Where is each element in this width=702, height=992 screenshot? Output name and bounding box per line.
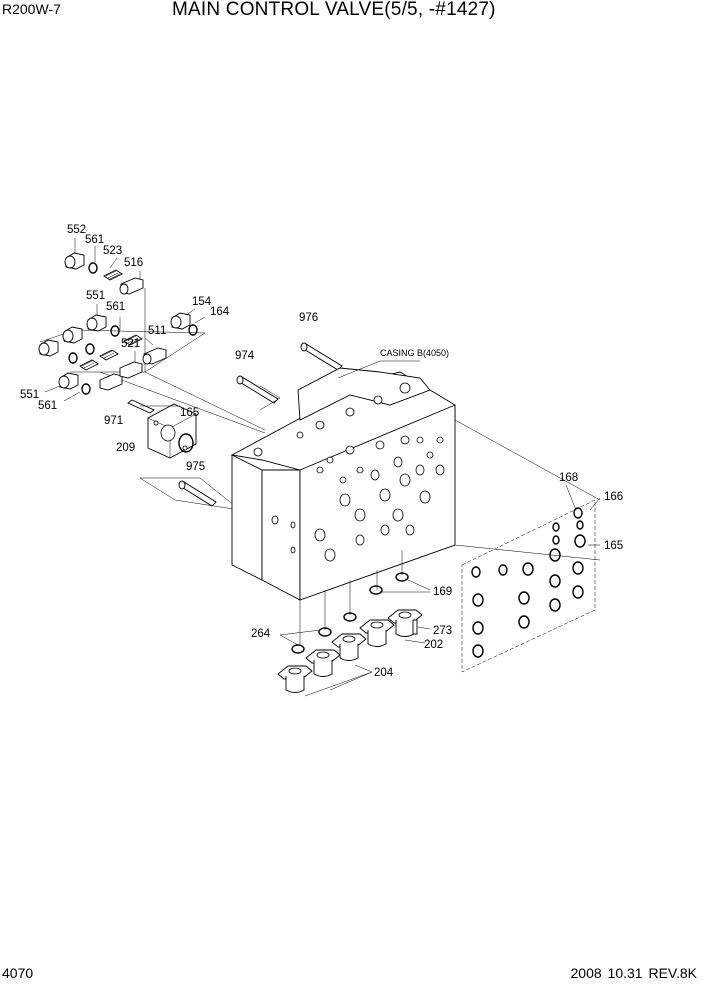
label-561: 561	[85, 234, 104, 246]
revision-date: 2008 10.31 REV.8K	[570, 965, 697, 981]
label-164: 164	[210, 306, 230, 318]
page-number: 4070	[2, 965, 34, 981]
label-551: 551	[20, 389, 39, 401]
label-202: 202	[424, 639, 443, 651]
model-number: R200W-7	[2, 1, 61, 17]
label-209: 209	[116, 442, 135, 454]
casing-label: CASING B(4050)	[380, 348, 449, 358]
label-204: 204	[374, 667, 394, 679]
label-974: 974	[235, 350, 255, 362]
bolts-group	[139, 342, 343, 511]
label-264: 264	[251, 628, 271, 640]
label-523: 523	[103, 245, 122, 257]
label-552: 552	[67, 224, 86, 236]
label-273: 273	[433, 625, 452, 637]
label-168: 168	[559, 472, 578, 484]
label-516: 516	[124, 257, 143, 269]
valve-body	[230, 360, 456, 645]
label-561: 561	[38, 400, 57, 412]
flange-202	[331, 609, 423, 661]
label-165: 165	[180, 407, 199, 419]
label-976: 976	[299, 312, 318, 324]
label-521: 521	[121, 338, 140, 350]
label-975: 975	[186, 461, 205, 473]
label-971: 971	[104, 415, 123, 427]
o-ring-plate-group	[454, 419, 601, 673]
flange-204	[277, 649, 341, 693]
label-561: 561	[106, 301, 125, 313]
valve-body-ports	[253, 382, 445, 562]
flange-group	[277, 572, 431, 697]
label-165: 165	[604, 540, 623, 552]
cover-group	[127, 399, 197, 459]
label-166: 166	[604, 491, 623, 503]
label-169: 169	[433, 586, 452, 598]
part-labels: 552 561 523 516 551 561 521 511 154 164 …	[20, 224, 623, 679]
spool-assembly-group	[38, 238, 266, 434]
label-511: 511	[148, 325, 166, 337]
label-551: 551	[86, 290, 105, 302]
label-154: 154	[192, 296, 212, 308]
page-title: MAIN CONTROL VALVE(5/5, -#1427)	[172, 0, 496, 20]
